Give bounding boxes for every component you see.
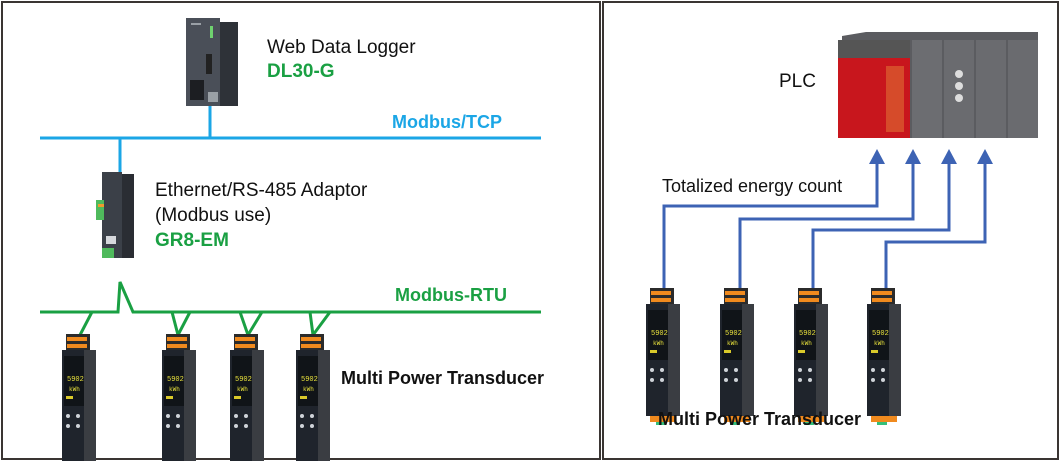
transducer-icon [794,288,828,425]
web-data-logger-icon [186,18,238,106]
arrow-up-icon [941,149,957,164]
arrow-up-icon [869,149,885,164]
logger-model: DL30-G [267,61,335,82]
transducer-icon [296,334,330,461]
transducer-icon [646,288,680,425]
adaptor-name-line1: Ethernet/RS-485 Adaptor [155,180,368,201]
adaptor-rtu-drop [92,281,180,336]
transducer-icon [720,288,754,425]
adaptor-name-line2: (Modbus use) [155,205,272,226]
totalized-energy-label: Totalized energy count [662,176,843,196]
plc-label: PLC [779,71,816,92]
transducer-icon [62,334,96,461]
arrow-up-icon [977,149,993,164]
signal-lines [662,160,987,290]
ethernet-rs485-adaptor-icon [96,172,134,258]
transducer-icon [230,334,264,461]
left-transducer-label: Multi Power Transducer [341,368,545,388]
right-transducer-label: Multi Power Transducer [658,409,862,429]
adaptor-model: GR8-EM [155,230,229,251]
plc-icon [838,32,1038,138]
arrow-up-icon [905,149,921,164]
logger-name: Web Data Logger [267,37,416,58]
transducer-icon [867,288,901,425]
modbus-tcp-label: Modbus/TCP [392,112,502,132]
modbus-rtu-label: Modbus-RTU [395,285,507,305]
transducer-icon [162,334,196,461]
arrow-up-icons [869,149,993,164]
